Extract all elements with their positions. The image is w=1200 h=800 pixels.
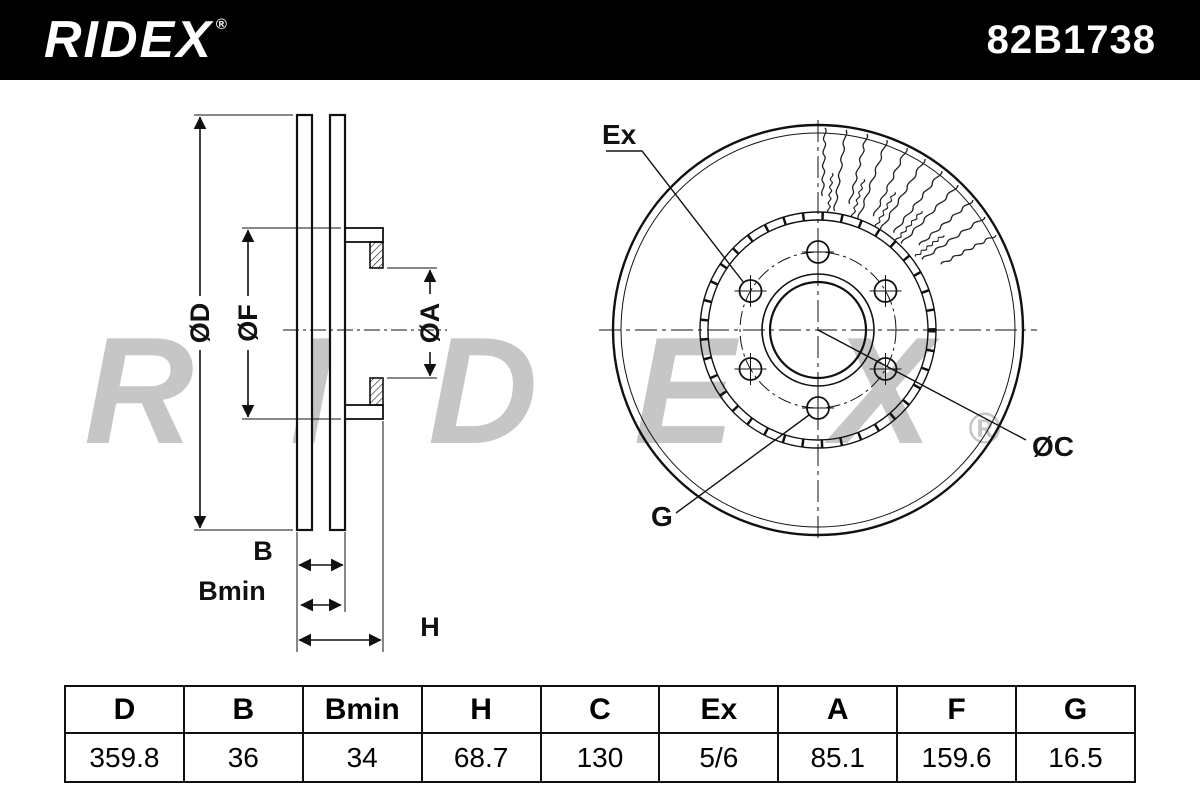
- table-header-cell: Bmin: [301, 685, 423, 734]
- table-header-cell: H: [420, 685, 542, 734]
- table-header-cell: A: [777, 685, 899, 734]
- brand-logo: RIDEX®: [44, 14, 229, 66]
- bolt-hole: [868, 352, 903, 386]
- front-view: Ex G ØC: [599, 119, 1074, 541]
- dim-label-b: B: [253, 536, 273, 566]
- table-value-cell: 5/6: [658, 732, 780, 783]
- dimensions-table: D B Bmin H C Ex A F G 359.8 36 34 68.7 1…: [64, 685, 1136, 783]
- table-header-cell: F: [896, 685, 1017, 734]
- table-header-cell: D: [64, 685, 185, 734]
- vent-squiggle-hatching: [820, 127, 998, 266]
- dim-label-diameter-f: ØF: [233, 304, 263, 342]
- disc-plate-inner: [328, 113, 347, 532]
- watermark-text: RIDEX: [84, 306, 1029, 476]
- header-bar: RIDEX® 82B1738: [0, 0, 1200, 80]
- watermark-registered-icon: ®: [968, 404, 1001, 453]
- table-header-cell: B: [182, 685, 304, 734]
- table-header-cell: G: [1015, 685, 1136, 734]
- c-leader-line: [817, 329, 1027, 441]
- table-value-cell: 130: [539, 732, 661, 783]
- table-value-cell: 34: [301, 732, 423, 783]
- g-leader-line: [675, 414, 810, 514]
- dim-label-diameter-d: ØD: [185, 303, 215, 344]
- hat-face-top: [369, 241, 384, 269]
- bolt-hole: [733, 274, 768, 308]
- dim-label-diameter-a: ØA: [415, 303, 445, 344]
- technical-drawing: RIDEX®: [0, 80, 1200, 685]
- label-diameter-c: ØC: [1032, 431, 1074, 462]
- disc-plate-outer: [295, 113, 314, 532]
- table-value-cell: 36: [182, 732, 304, 783]
- bolt-hole: [733, 352, 768, 386]
- cross-section-view: [283, 113, 447, 532]
- registered-trademark-icon: ®: [215, 16, 229, 33]
- diagram-canvas: ØD ØF ØA B Bmin H: [185, 113, 1074, 652]
- label-ex: Ex: [602, 119, 637, 150]
- table-value-row: 359.8 36 34 68.7 130 5/6 85.1 159.6 16.5: [64, 732, 1136, 783]
- ex-leader-line: [606, 150, 745, 284]
- table-value-cell: 159.6: [896, 732, 1017, 783]
- bolt-hole: [868, 274, 903, 308]
- part-number: 82B1738: [986, 17, 1156, 62]
- dim-label-bmin: Bmin: [198, 576, 266, 606]
- table-header-cell: C: [539, 685, 661, 734]
- table-value-cell: 16.5: [1015, 732, 1136, 783]
- watermark: RIDEX®: [84, 315, 1001, 467]
- dimension-lines: ØD ØF ØA B Bmin H: [185, 114, 445, 652]
- hat-face-bottom: [369, 377, 384, 406]
- brand-name: RIDEX: [44, 11, 213, 69]
- table-header-row: D B Bmin H C Ex A F G: [64, 685, 1136, 734]
- table-header-cell: Ex: [658, 685, 780, 734]
- hat-flange-bottom: [344, 404, 384, 420]
- table-value-cell: 68.7: [420, 732, 542, 783]
- label-g: G: [651, 501, 673, 532]
- table-value-cell: 85.1: [777, 732, 899, 783]
- table-value-cell: 359.8: [64, 732, 185, 783]
- dim-label-h: H: [420, 612, 440, 642]
- hat-flange-top: [344, 227, 384, 243]
